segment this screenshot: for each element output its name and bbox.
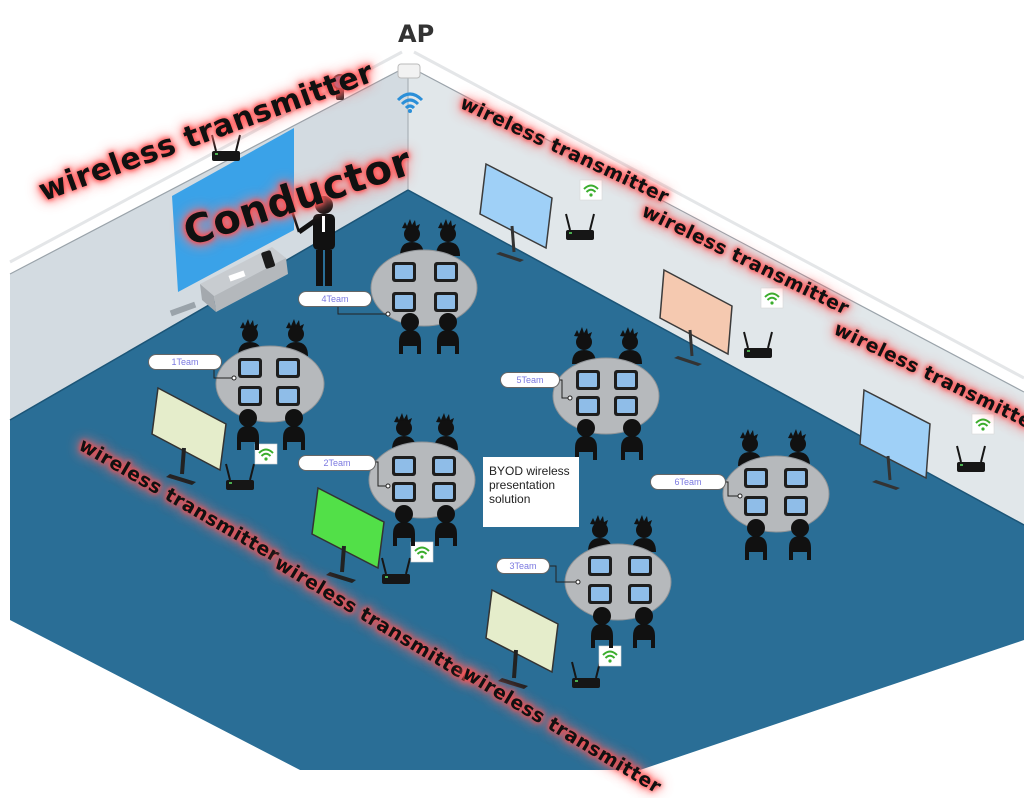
wifi-icon [760, 287, 784, 309]
conductor-figure [288, 196, 335, 286]
team-label-5: 5Team [500, 372, 560, 388]
team-label-1: 1Team [148, 354, 222, 370]
wall-display [659, 268, 733, 356]
wall-display [859, 388, 931, 480]
ap-label: AP [398, 20, 435, 48]
floor-display [311, 486, 385, 570]
wifi-icon [971, 413, 995, 435]
projector-screen [172, 128, 294, 292]
wall-display [479, 162, 553, 250]
phone-icon [261, 250, 276, 269]
team-label-4: 4Team [298, 291, 372, 307]
team-table-3 [548, 515, 672, 648]
ceiling-camera-icon [332, 74, 348, 100]
team-table-1 [213, 319, 325, 450]
wifi-icon [579, 179, 603, 201]
team-table-6 [722, 429, 830, 560]
byod-info-box: BYOD wireless presentation solution [483, 457, 579, 527]
ap-wifi-icon [396, 92, 424, 113]
team-label-6: 6Team [650, 474, 726, 490]
floor-display [151, 386, 227, 472]
team-table-5 [552, 327, 660, 460]
wifi-icon [598, 645, 622, 667]
floor-display [485, 588, 559, 674]
access-point-device [397, 63, 421, 79]
team-label-2: 2Team [298, 455, 376, 471]
team-table-2 [368, 413, 476, 546]
team-label-3: 3Team [496, 558, 550, 574]
